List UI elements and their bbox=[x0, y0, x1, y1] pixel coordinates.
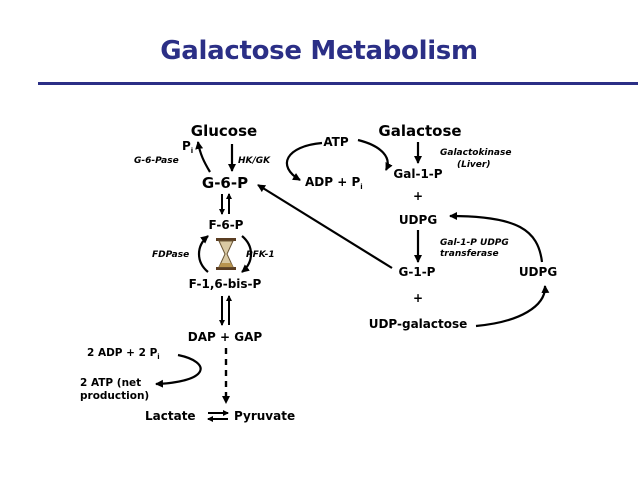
atp-label: ATP bbox=[323, 135, 349, 149]
galactokinase-line1: Galactokinase bbox=[440, 148, 511, 158]
arrow-g1p-g6p bbox=[257, 184, 393, 269]
pi-left-label: Pi bbox=[182, 139, 193, 155]
arrow-g6p-f6p bbox=[219, 193, 232, 215]
slide-title: Galactose Metabolism bbox=[160, 36, 478, 66]
arrow-pfk-fdpase bbox=[197, 235, 253, 273]
udp-galactose-label: UDP-galactose bbox=[369, 317, 468, 331]
g6pase-label: G-6-Pase bbox=[134, 156, 179, 166]
arrow-udpgal-udpg bbox=[475, 285, 550, 328]
g1p-label: G-1-P bbox=[399, 265, 436, 279]
f16bp-label: F-1,6-bis-P bbox=[189, 277, 262, 291]
title-underline bbox=[38, 82, 638, 85]
atp2-line1: 2 ATP (net bbox=[80, 377, 141, 389]
glucose-label: Glucose bbox=[191, 122, 257, 140]
adp-pi-text: ADP + P bbox=[305, 175, 360, 189]
plus-bottom: + bbox=[413, 291, 423, 305]
g6p-label: G-6-P bbox=[202, 174, 248, 192]
pi-left-sub: i bbox=[191, 147, 193, 155]
adp2-sub: i bbox=[157, 353, 159, 361]
pfk1-label: PFK-1 bbox=[246, 250, 275, 260]
adp-pi-label: ADP + Pi bbox=[305, 175, 363, 191]
arrow-aldolase bbox=[219, 295, 232, 326]
pi-left-text: P bbox=[182, 139, 191, 153]
plus-top: + bbox=[413, 189, 423, 203]
arrow-adp-atp bbox=[155, 353, 202, 388]
arrow-udpg-regeneration bbox=[449, 212, 544, 263]
transferase-line1: Gal-1-P UDPG bbox=[440, 238, 509, 248]
arrow-lactate-pyruvate bbox=[207, 410, 229, 422]
galactokinase-line2: (Liver) bbox=[457, 160, 490, 170]
atp2-line2: production) bbox=[80, 390, 149, 402]
adp2-label: 2 ADP + 2 Pi bbox=[87, 347, 160, 361]
pyruvate-label: Pyruvate bbox=[234, 409, 295, 423]
transferase-line2: transferase bbox=[440, 249, 499, 259]
dap-gap-label: DAP + GAP bbox=[188, 330, 263, 344]
udpg-right-label: UDPG bbox=[519, 265, 557, 279]
adp-pi-sub: i bbox=[360, 183, 362, 191]
gal1p-label: Gal-1-P bbox=[393, 167, 442, 181]
f6p-label: F-6-P bbox=[209, 218, 244, 232]
fdpase-label: FDPase bbox=[152, 250, 189, 260]
arrow-atp-gal1p bbox=[357, 138, 393, 171]
arrow-atp-adp bbox=[285, 141, 323, 181]
lactate-label: Lactate bbox=[145, 409, 196, 423]
hkgk-label: HK/GK bbox=[238, 156, 271, 166]
adp2-text: 2 ADP + 2 P bbox=[87, 347, 158, 359]
galactose-label: Galactose bbox=[378, 122, 461, 140]
hourglass-icon bbox=[216, 238, 236, 270]
udpg-top-label: UDPG bbox=[399, 213, 437, 227]
arrow-g6pase bbox=[195, 141, 211, 173]
